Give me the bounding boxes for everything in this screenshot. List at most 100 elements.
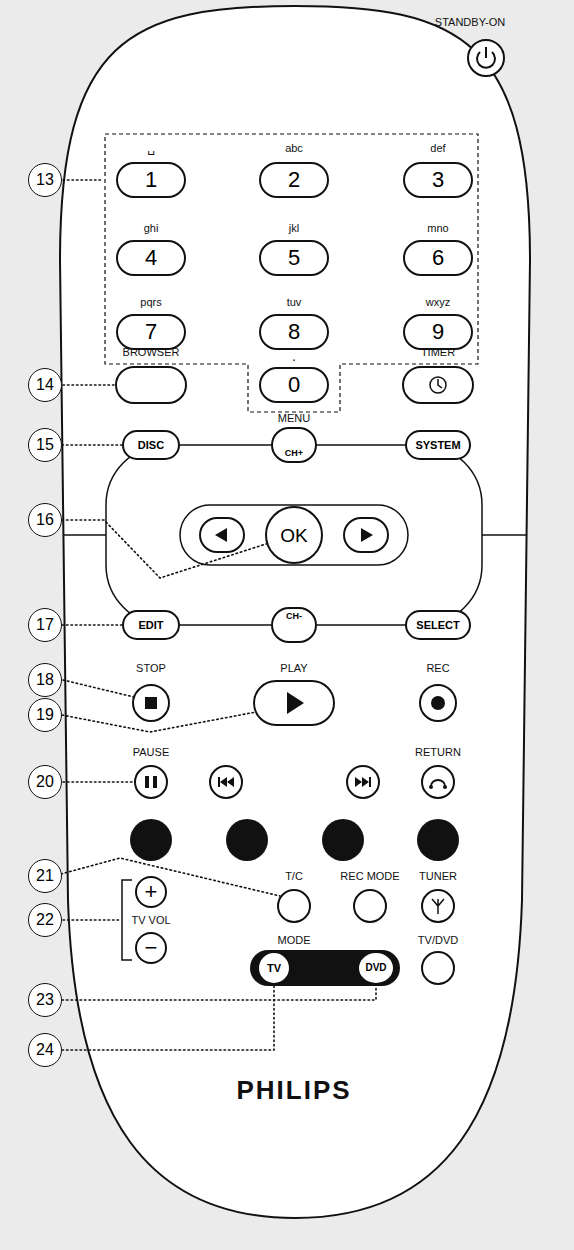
button: 2: [259, 162, 329, 198]
button-text: 2: [288, 169, 300, 191]
divider-line: [64, 534, 106, 536]
callout-number: 22: [28, 903, 62, 937]
button-text: 14: [36, 377, 54, 393]
button-label: REC: [426, 663, 449, 674]
button-text: 1: [145, 169, 157, 191]
leader-line: [62, 520, 266, 578]
button-label: T/C: [285, 871, 303, 882]
button-label: RETURN: [415, 747, 461, 758]
button-label: PAUSE: [133, 747, 169, 758]
callout-number: 13: [28, 163, 62, 197]
button-text: 18: [36, 672, 54, 688]
standby-button: [468, 40, 504, 76]
button: 3: [403, 162, 473, 198]
next-button: [347, 766, 379, 798]
button-text: DVD: [365, 963, 386, 973]
button-label: TV/DVD: [418, 935, 458, 946]
button-text: 23: [36, 992, 54, 1008]
button: DVD: [359, 953, 393, 983]
button-text: TV: [267, 963, 281, 974]
button-text: CH-: [286, 612, 302, 621]
button: 4: [116, 240, 186, 276]
button-label: PLAY: [280, 663, 307, 674]
tc-button: [278, 890, 310, 922]
button-label: MENU: [278, 413, 310, 424]
nav-inner-ring: [180, 505, 408, 565]
button-text: 19: [36, 707, 54, 723]
callout-number: 24: [28, 1033, 62, 1067]
button-text: 7: [145, 321, 157, 343]
callout-number: 15: [28, 428, 62, 462]
callout-number: 19: [28, 698, 62, 732]
left-button: [200, 518, 244, 552]
timer-button: [403, 367, 473, 403]
callout-number: 23: [28, 983, 62, 1017]
button-label: ␣: [147, 142, 155, 154]
leader-line: [62, 983, 274, 1050]
button-label: wxyz: [426, 297, 450, 308]
previous-button: [210, 766, 242, 798]
button: −: [135, 932, 167, 964]
button-text: 24: [36, 1042, 54, 1058]
button-text: 8: [288, 321, 300, 343]
button-text: 5: [288, 247, 300, 269]
button-label: mno: [427, 223, 448, 234]
leader-line: [62, 444, 122, 446]
button-text: DISC: [138, 440, 164, 451]
button-label: STOP: [136, 663, 166, 674]
button: CH-: [271, 607, 317, 643]
button-text: 4: [145, 247, 157, 269]
button: 1: [116, 162, 186, 198]
leader-lines: [61, 180, 280, 920]
button-text: +: [145, 881, 158, 903]
button: 8: [259, 314, 329, 350]
button-label: STANDBY-ON: [435, 17, 505, 28]
button-text: CH+: [285, 449, 303, 458]
button-text: −: [145, 937, 158, 959]
button-text: 17: [36, 617, 54, 633]
button: DISC: [122, 430, 180, 460]
rec-button: [420, 685, 456, 721]
play-button: [254, 681, 334, 725]
button: OK: [265, 506, 323, 564]
button-label: tuv: [287, 297, 302, 308]
button-label: jkl: [289, 223, 299, 234]
callout-number: 17: [28, 608, 62, 642]
button-text: 15: [36, 437, 54, 453]
button: 5: [259, 240, 329, 276]
button: SYSTEM: [405, 430, 471, 460]
rec-mode-button: [354, 890, 386, 922]
leader-line: [62, 624, 122, 626]
button-label: TUNER: [419, 871, 457, 882]
button-label: abc: [285, 143, 303, 154]
mode-switch: [250, 950, 400, 986]
browser-button: [116, 367, 186, 403]
button: 0: [259, 367, 329, 403]
button-text: 0: [288, 374, 300, 396]
divider-line: [482, 534, 526, 536]
tv-dvd-button: [422, 952, 454, 984]
button: 9: [403, 314, 473, 350]
button: TV: [259, 953, 289, 983]
button: SELECT: [405, 610, 471, 640]
button-label: TV VOL: [131, 915, 170, 926]
bracket: [122, 880, 132, 960]
button-label: ghi: [144, 223, 159, 234]
button-label: .: [292, 349, 296, 363]
nav-ring: [106, 445, 482, 625]
stop-button: [133, 685, 169, 721]
button: CH+: [271, 427, 317, 463]
button-text: 9: [432, 321, 444, 343]
button: +: [135, 876, 167, 908]
button-text: 13: [36, 172, 54, 188]
button-text: OK: [280, 526, 307, 545]
button-text: SYSTEM: [415, 440, 460, 451]
leader-line: [62, 983, 376, 1000]
button-label: def: [430, 143, 445, 154]
button: EDIT: [122, 610, 180, 640]
button-text: 3: [432, 169, 444, 191]
tuner-button: [422, 890, 454, 922]
button-label: pqrs: [140, 297, 161, 308]
color-keys: [130, 819, 459, 861]
button-text: SELECT: [416, 620, 459, 631]
